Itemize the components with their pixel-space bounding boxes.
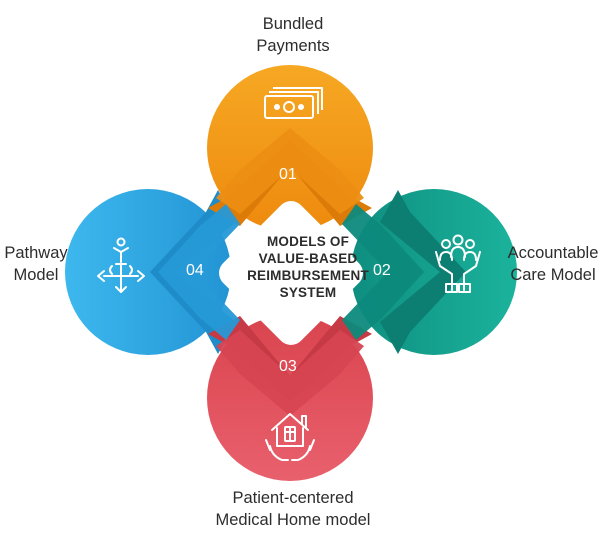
label-medical-home: Patient-centered Medical Home model — [168, 487, 418, 531]
label-line: Payments — [256, 37, 330, 55]
label-line: Care Model — [510, 266, 596, 284]
label-line: Patient-centered — [232, 489, 354, 507]
label-line: Bundled — [262, 15, 324, 33]
label-line: Accountable — [507, 244, 599, 262]
model-number-01: 01 — [279, 166, 297, 183]
center-title-line-1: MODELS OF — [266, 234, 350, 249]
label-line: Medical Home model — [215, 511, 371, 529]
ribbon-bottom — [216, 330, 364, 416]
ribbon-top — [216, 128, 364, 214]
label-bundled-payments: Bundled Payments — [208, 13, 378, 57]
ribbon-right — [342, 204, 424, 340]
center-title-line-3: REIMBURSEMENT — [247, 268, 369, 283]
model-number-04: 04 — [186, 262, 204, 279]
model-number-02: 02 — [373, 262, 391, 279]
petal-accountable-care — [351, 189, 517, 355]
center-title-line-4: SYSTEM — [279, 285, 337, 300]
hands-people-icon — [435, 234, 481, 293]
center-diamond — [219, 201, 363, 345]
model-number-03: 03 — [279, 358, 297, 375]
ribbon-left — [158, 204, 240, 340]
label-accountable-care: Accountable Care Model — [488, 242, 616, 286]
home-health-icon — [265, 413, 315, 461]
pathway-arrows-icon — [97, 237, 145, 293]
petal-pathway — [65, 189, 236, 355]
label-pathway: Pathway Model — [0, 242, 76, 286]
label-line: Pathway — [4, 244, 68, 262]
label-line: Model — [13, 266, 59, 284]
center-title: MODELS OF VALUE-BASED REIMBURSEMENT SYST… — [228, 233, 388, 301]
center-title-line-2: VALUE-BASED — [258, 251, 358, 266]
money-bills-icon — [264, 87, 323, 119]
